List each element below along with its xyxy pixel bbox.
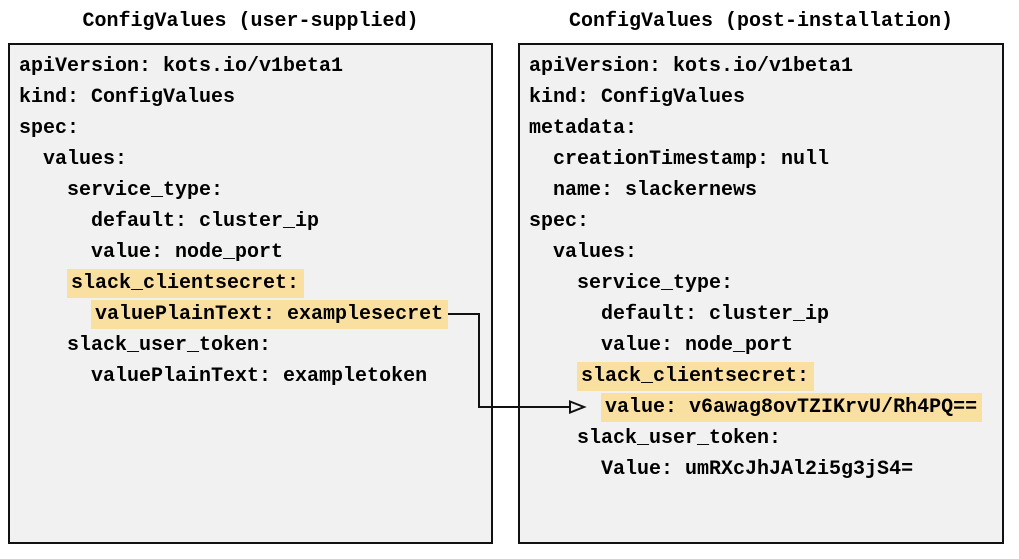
yaml-line: values: (529, 237, 1002, 268)
yaml-line: default: cluster_ip (19, 206, 491, 237)
yaml-indent (19, 179, 67, 202)
yaml-line-highlighted-value: value: v6awag8ovTZIKrvU/Rh4PQ== (529, 392, 1002, 423)
yaml-line: value: node_port (529, 330, 1002, 361)
yaml-line: creationTimestamp: null (529, 144, 1002, 175)
yaml-text: slack_clientsecret: (577, 362, 815, 391)
yaml-line: values: (19, 144, 491, 175)
yaml-line: kind: ConfigValues (529, 82, 1002, 113)
yaml-text: value: v6awag8ovTZIKrvU/Rh4PQ== (601, 393, 983, 422)
yaml-line: metadata: (529, 113, 1002, 144)
yaml-text: kind: ConfigValues (19, 86, 236, 109)
yaml-indent (19, 241, 91, 264)
yaml-line-highlighted-key: slack_clientsecret: (19, 268, 491, 299)
yaml-line: service_type: (19, 175, 491, 206)
yaml-indent (529, 396, 601, 419)
yaml-text: kind: ConfigValues (529, 86, 746, 109)
yaml-text: spec: (19, 117, 80, 140)
yaml-indent (529, 458, 601, 481)
yaml-line: valuePlainText: exampletoken (19, 361, 491, 392)
yaml-text: value: node_port (91, 241, 284, 264)
yaml-line: spec: (529, 206, 1002, 237)
yaml-indent (19, 272, 67, 295)
yaml-line: slack_user_token: (19, 330, 491, 361)
yaml-text: default: cluster_ip (601, 303, 830, 326)
yaml-text: creationTimestamp: null (553, 148, 830, 171)
yaml-indent (529, 179, 553, 202)
yaml-indent (529, 148, 553, 171)
yaml-line: default: cluster_ip (529, 299, 1002, 330)
yaml-indent (19, 148, 43, 171)
yaml-indent (529, 272, 577, 295)
yaml-indent (19, 334, 67, 357)
yaml-line: kind: ConfigValues (19, 82, 491, 113)
yaml-line: spec: (19, 113, 491, 144)
yaml-text: service_type: (577, 272, 734, 295)
yaml-text: valuePlainText: exampletoken (91, 365, 428, 388)
yaml-line-highlighted-value: valuePlainText: examplesecret (19, 299, 491, 330)
yaml-text: service_type: (67, 179, 224, 202)
yaml-line: slack_user_token: (529, 423, 1002, 454)
post-installation-config-panel: apiVersion: kots.io/v1beta1 kind: Config… (518, 43, 1004, 544)
yaml-line: service_type: (529, 268, 1002, 299)
yaml-text: name: slackernews (553, 179, 758, 202)
yaml-line-highlighted-key: slack_clientsecret: (529, 361, 1002, 392)
yaml-text: value: node_port (601, 334, 794, 357)
yaml-line: name: slackernews (529, 175, 1002, 206)
yaml-text: Value: umRXcJhJAl2i5g3jS4= (601, 458, 914, 481)
yaml-text: apiVersion: kots.io/v1beta1 (19, 55, 344, 78)
user-supplied-config-panel: apiVersion: kots.io/v1beta1 kind: Config… (8, 43, 493, 544)
left-panel-title: ConfigValues (user-supplied) (82, 10, 419, 33)
yaml-indent (529, 427, 577, 450)
yaml-indent (19, 210, 91, 233)
yaml-indent (529, 241, 553, 264)
yaml-line: value: node_port (19, 237, 491, 268)
right-panel-title: ConfigValues (post-installation) (568, 10, 954, 33)
yaml-indent (529, 334, 601, 357)
yaml-text: apiVersion: kots.io/v1beta1 (529, 55, 854, 78)
yaml-text: default: cluster_ip (91, 210, 320, 233)
yaml-line: apiVersion: kots.io/v1beta1 (529, 51, 1002, 82)
yaml-text: values: (43, 148, 128, 171)
yaml-indent (19, 303, 91, 326)
yaml-indent (529, 303, 601, 326)
yaml-text: spec: (529, 210, 590, 233)
yaml-text: slack_clientsecret: (67, 269, 305, 298)
yaml-indent (529, 365, 577, 388)
yaml-text: valuePlainText: examplesecret (91, 300, 449, 329)
yaml-line: apiVersion: kots.io/v1beta1 (19, 51, 491, 82)
yaml-text: metadata: (529, 117, 638, 140)
yaml-text: slack_user_token: (67, 334, 272, 357)
yaml-text: slack_user_token: (577, 427, 782, 450)
yaml-line: Value: umRXcJhJAl2i5g3jS4= (529, 454, 1002, 485)
yaml-indent (19, 365, 91, 388)
yaml-text: values: (553, 241, 638, 264)
